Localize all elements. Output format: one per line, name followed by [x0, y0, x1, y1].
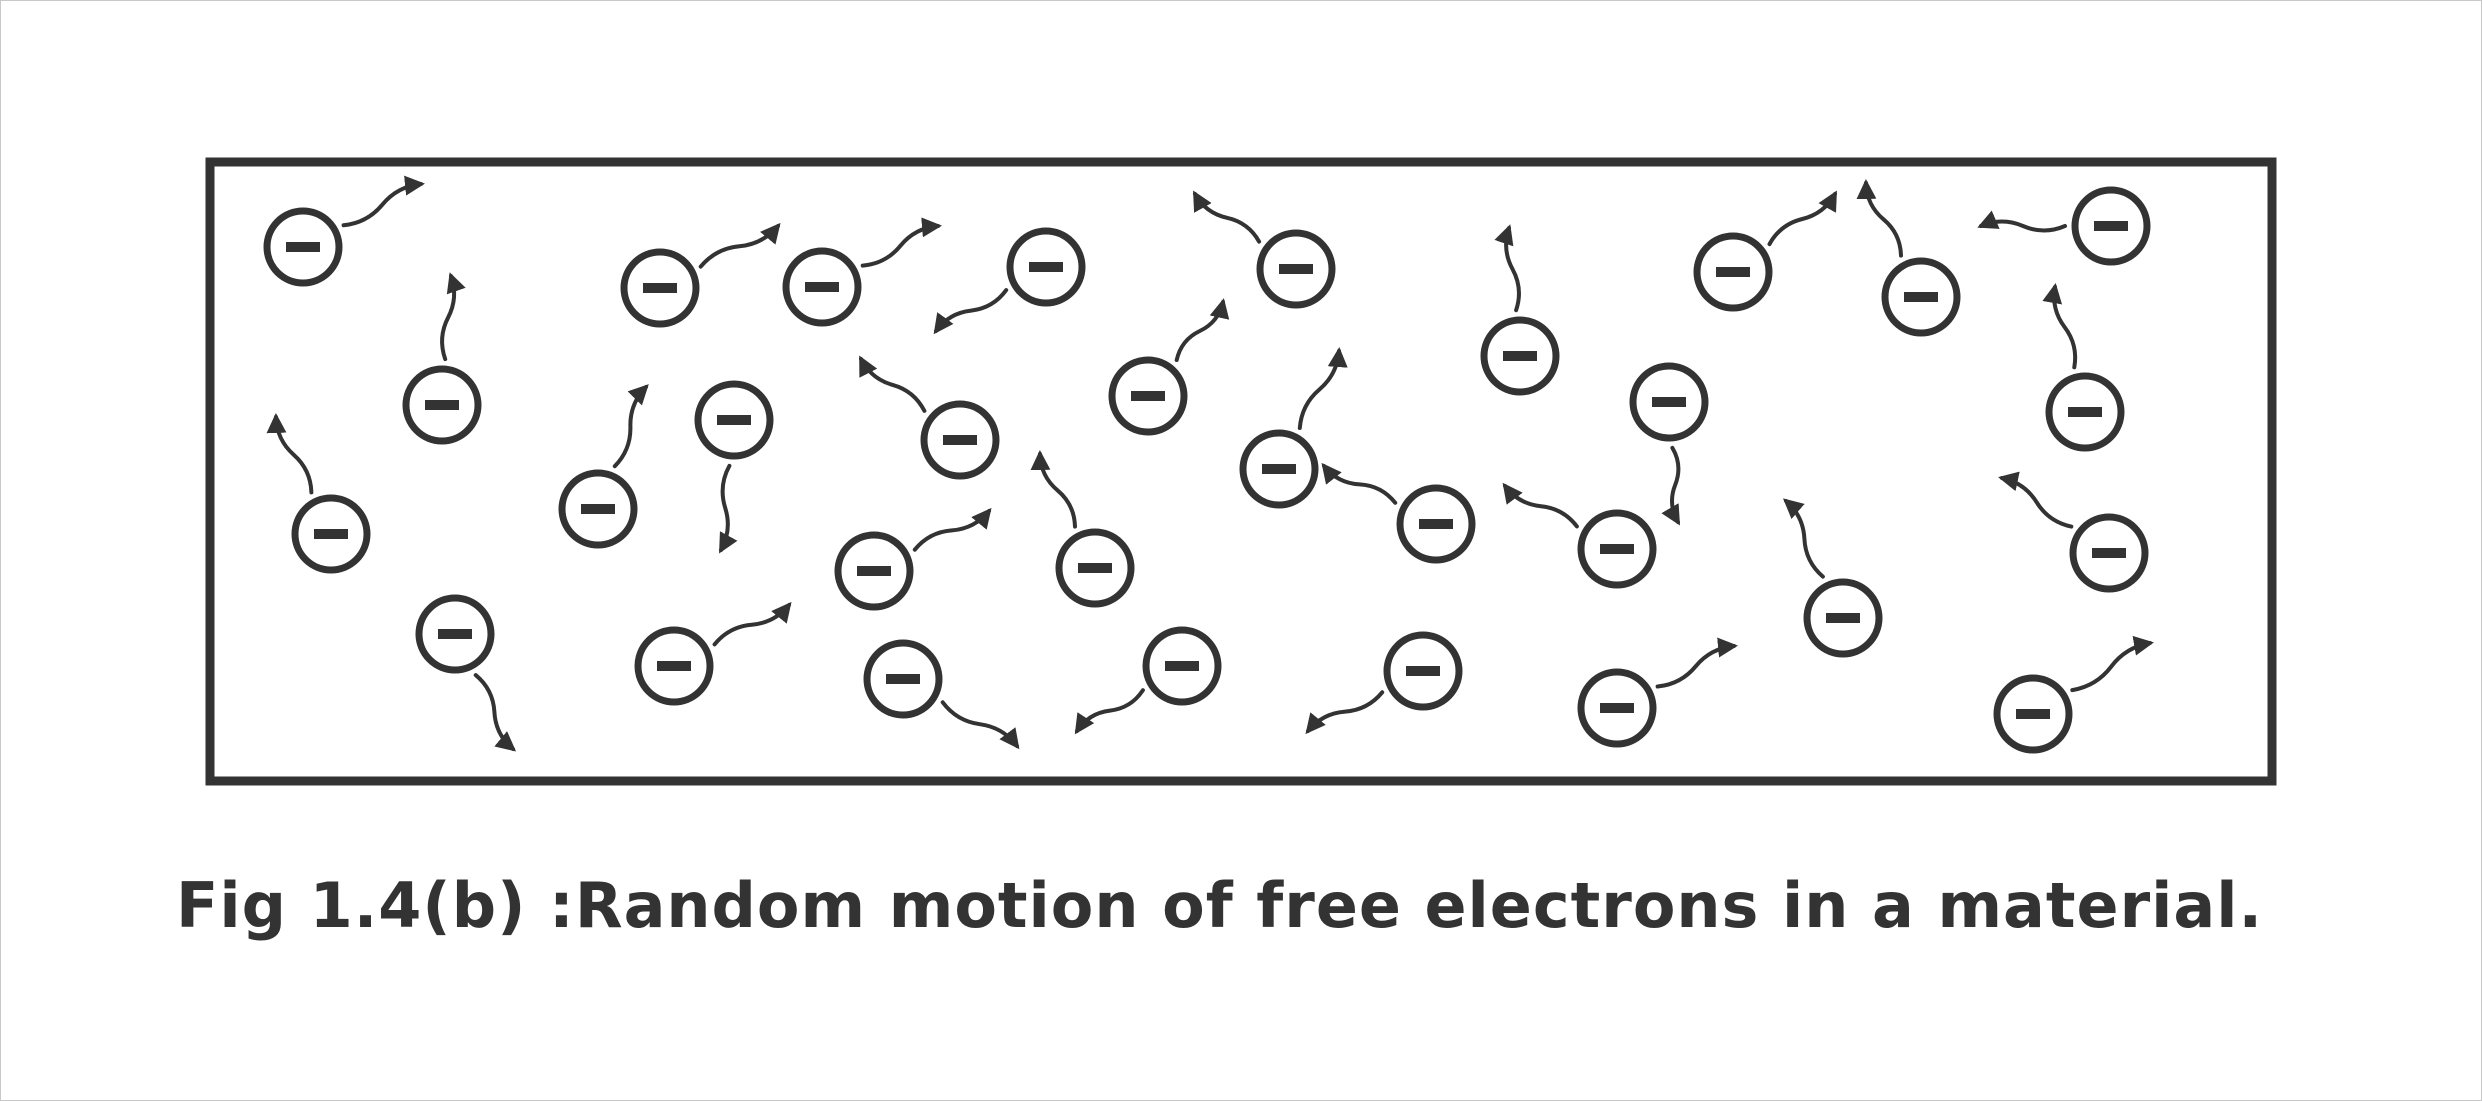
minus-sign-icon: [286, 242, 320, 252]
electron: [1629, 362, 1709, 526]
motion-arrow: [1193, 190, 1262, 244]
electron: [1321, 462, 1476, 564]
motion-arrow: [440, 272, 466, 362]
electron: [620, 222, 781, 328]
electron: [1998, 471, 2149, 593]
motion-arrow: [341, 175, 425, 228]
motion-arrow: [266, 413, 314, 495]
electron: [634, 601, 792, 706]
motion-arrow: [933, 288, 1009, 335]
electron: [1993, 635, 2154, 754]
minus-sign-icon: [1652, 397, 1686, 407]
electron: [1693, 190, 1837, 312]
minus-sign-icon: [1826, 613, 1860, 623]
motion-arrow: [1030, 450, 1077, 529]
motion-arrow: [473, 673, 517, 752]
minus-sign-icon: [1279, 264, 1313, 274]
minus-sign-icon: [1600, 703, 1634, 713]
minus-sign-icon: [717, 415, 751, 425]
motion-arrow: [1305, 690, 1385, 735]
minus-sign-icon: [1029, 262, 1063, 272]
electron-group: [263, 175, 2154, 754]
motion-arrow: [2070, 635, 2154, 693]
motion-arrow: [1494, 224, 1521, 313]
electron: [1239, 347, 1348, 509]
minus-sign-icon: [657, 661, 691, 671]
electron: [263, 175, 425, 287]
motion-arrow: [912, 507, 992, 552]
electron: [1305, 631, 1463, 735]
minus-sign-icon: [943, 435, 977, 445]
minus-sign-icon: [2016, 709, 2050, 719]
minus-sign-icon: [643, 283, 677, 293]
minus-sign-icon: [1904, 292, 1938, 302]
electron: [694, 380, 774, 554]
motion-arrow: [1174, 298, 1230, 362]
minus-sign-icon: [2094, 221, 2128, 231]
electron: [266, 413, 371, 574]
electron: [782, 217, 942, 327]
motion-arrow: [698, 222, 781, 269]
electron: [1193, 190, 1336, 309]
minus-sign-icon: [1406, 666, 1440, 676]
motion-arrow: [1502, 482, 1579, 529]
minus-sign-icon: [1165, 661, 1199, 671]
electron: [859, 355, 1000, 480]
motion-arrow: [1661, 445, 1681, 526]
electron: [933, 227, 1086, 335]
electron-diagram: [205, 157, 2277, 786]
motion-arrow: [859, 355, 927, 413]
electron: [558, 384, 649, 549]
electron: [1782, 498, 1883, 658]
electron: [1856, 179, 1961, 337]
minus-sign-icon: [1600, 544, 1634, 554]
electron: [402, 272, 482, 445]
minus-sign-icon: [581, 504, 615, 514]
electron: [1977, 186, 2151, 266]
minus-sign-icon: [1419, 519, 1453, 529]
electron: [1108, 298, 1230, 436]
motion-arrow: [1297, 347, 1348, 430]
motion-arrow: [1767, 190, 1837, 247]
electron: [1074, 626, 1222, 735]
motion-arrow: [1998, 471, 2074, 529]
motion-arrow: [1782, 498, 1825, 579]
figure-caption: Fig 1.4(b) :Random motion of free electr…: [176, 869, 2264, 942]
minus-sign-icon: [438, 629, 472, 639]
motion-arrow: [860, 217, 942, 268]
motion-arrow: [1321, 462, 1398, 505]
motion-arrow: [1856, 179, 1903, 258]
motion-arrow: [940, 700, 1020, 750]
motion-arrow: [1074, 688, 1145, 735]
electron: [2042, 283, 2125, 452]
electron: [834, 507, 992, 611]
electron: [1480, 224, 1560, 396]
electron: [1577, 637, 1738, 748]
minus-sign-icon: [2092, 548, 2126, 558]
minus-sign-icon: [857, 566, 891, 576]
motion-arrow: [612, 384, 649, 469]
minus-sign-icon: [425, 400, 459, 410]
minus-sign-icon: [805, 282, 839, 292]
electron: [415, 594, 517, 752]
motion-arrow: [719, 463, 738, 554]
minus-sign-icon: [886, 674, 920, 684]
minus-sign-icon: [1131, 391, 1165, 401]
electron: [863, 639, 1020, 750]
motion-arrow: [2042, 283, 2078, 370]
minus-sign-icon: [314, 529, 348, 539]
electron: [1030, 450, 1135, 608]
motion-arrow: [712, 601, 792, 647]
motion-arrow: [1655, 637, 1738, 689]
minus-sign-icon: [1078, 563, 1112, 573]
motion-arrow: [1977, 210, 2067, 233]
electron: [1502, 482, 1657, 589]
minus-sign-icon: [1262, 464, 1296, 474]
minus-sign-icon: [1503, 351, 1537, 361]
material-boundary: [205, 157, 2277, 786]
minus-sign-icon: [2068, 407, 2102, 417]
minus-sign-icon: [1716, 267, 1750, 277]
